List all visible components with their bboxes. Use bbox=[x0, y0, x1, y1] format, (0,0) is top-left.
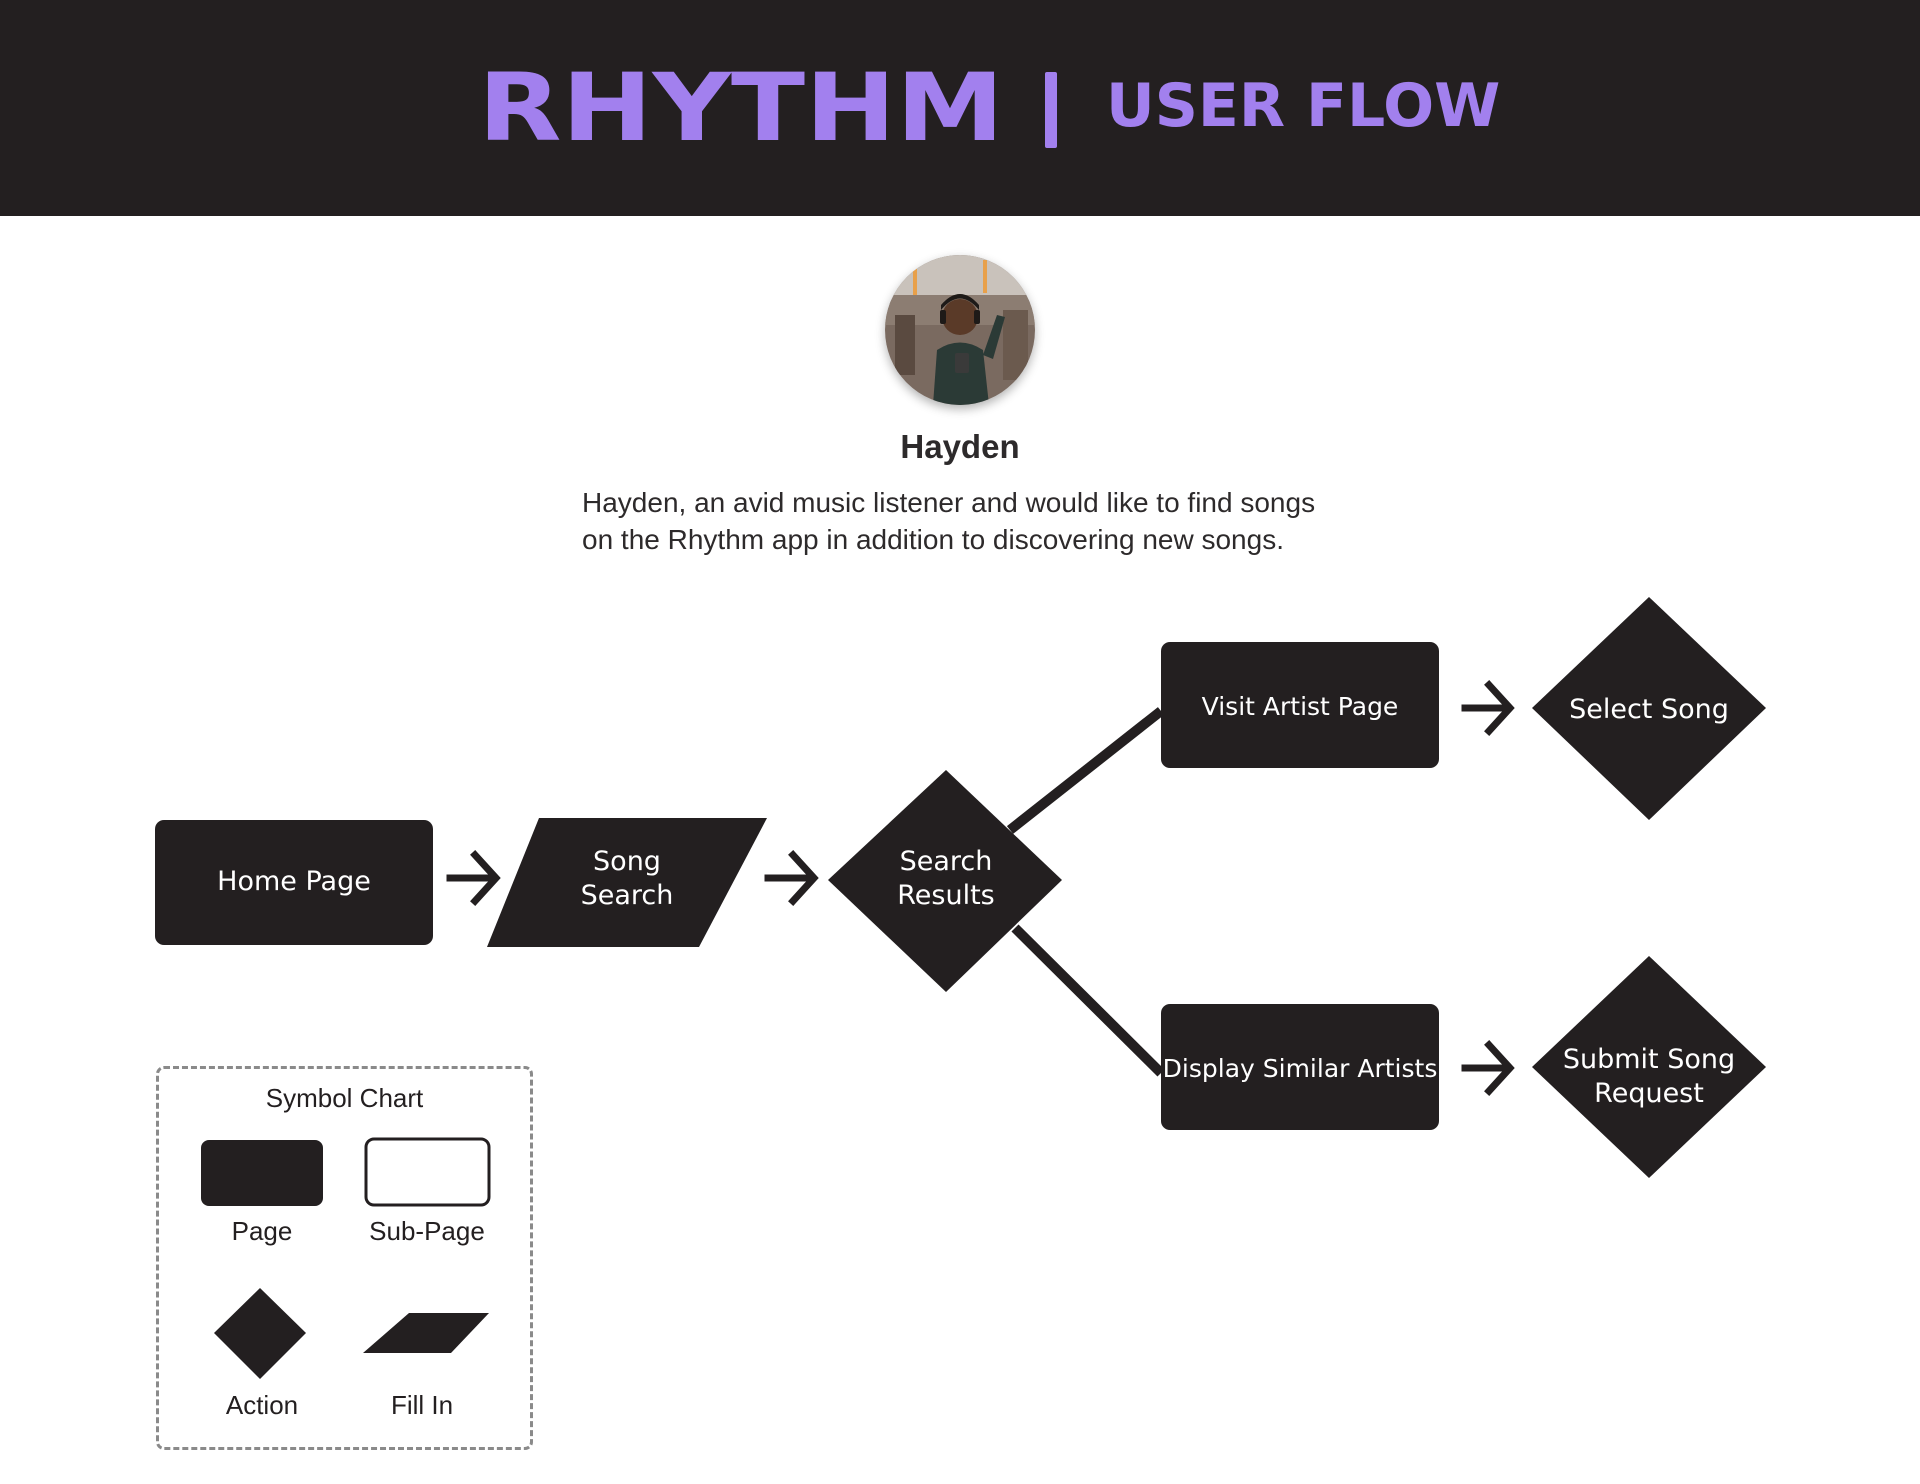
flow-node-select-song: Select Song bbox=[1532, 597, 1766, 820]
flow-node-submit-song-request: Submit Song Request bbox=[1532, 956, 1766, 1178]
flow-node-home-page: Home Page bbox=[155, 820, 433, 945]
symbol-chart-legend: Symbol Chart Page Sub-Page Action Fill I… bbox=[156, 1066, 533, 1450]
legend-sub-page-symbol bbox=[364, 1137, 491, 1207]
header-subtitle: USER FLOW bbox=[1106, 71, 1501, 141]
persona-description-line-1: Hayden, an avid music listener and would… bbox=[582, 487, 1316, 518]
header-bar: RHYTHM USER FLOW bbox=[0, 0, 1920, 216]
connector-results-to-artist bbox=[1006, 707, 1165, 834]
flow-node-song-search: Song Search bbox=[487, 818, 767, 947]
legend-action-label: Action bbox=[225, 1390, 299, 1420]
persona-description: Hayden, an avid music listener and would… bbox=[582, 484, 1382, 558]
song-search-label-line-2: Search bbox=[581, 880, 674, 911]
flow-node-display-similar-artists: Display Similar Artists bbox=[1161, 1004, 1439, 1130]
search-results-label-line-2: Results bbox=[897, 880, 995, 911]
visit-artist-page-label: Visit Artist Page bbox=[1202, 692, 1399, 721]
legend-page-symbol bbox=[201, 1140, 323, 1206]
legend-fill-in-label: Fill In bbox=[390, 1390, 454, 1420]
song-search-label-line-1: Song bbox=[593, 846, 661, 877]
submit-song-request-label-line-2: Request bbox=[1594, 1078, 1704, 1109]
legend-symbols bbox=[201, 1137, 491, 1379]
arrow-right-icon bbox=[1461, 680, 1515, 736]
arrow-right-icon bbox=[764, 850, 819, 906]
persona-description-line-2: on the Rhythm app in addition to discove… bbox=[582, 524, 1284, 555]
flow-node-search-results: Search Results bbox=[828, 770, 1062, 992]
legend-sub-page-label: Sub-Page bbox=[369, 1216, 485, 1246]
search-results-label-line-1: Search bbox=[900, 846, 993, 877]
legend-title: Symbol Chart bbox=[265, 1083, 424, 1113]
arrow-right-icon bbox=[1461, 1040, 1515, 1096]
submit-song-request-label-line-1: Submit Song bbox=[1563, 1044, 1735, 1075]
connector-results-to-similar bbox=[1011, 924, 1165, 1077]
legend-fill-in-symbol bbox=[363, 1313, 489, 1353]
home-page-label: Home Page bbox=[217, 866, 371, 897]
arrow-right-icon bbox=[446, 850, 501, 906]
select-song-label: Select Song bbox=[1569, 694, 1729, 725]
legend-page-label: Page bbox=[231, 1216, 293, 1246]
persona-name: Hayden bbox=[900, 428, 1020, 465]
rhythm-logo: RHYTHM bbox=[478, 60, 1004, 160]
header-divider bbox=[1045, 72, 1057, 148]
rhythm-logo-text: RHYTHM bbox=[478, 60, 1004, 160]
display-similar-artists-label: Display Similar Artists bbox=[1163, 1054, 1438, 1083]
legend-action-symbol bbox=[214, 1288, 306, 1379]
flow-node-visit-artist-page: Visit Artist Page bbox=[1161, 642, 1439, 768]
